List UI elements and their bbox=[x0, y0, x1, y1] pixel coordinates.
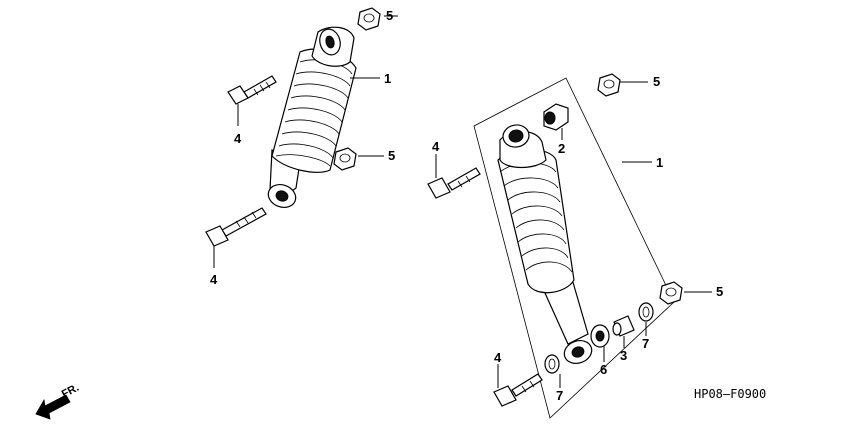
right-top-nut bbox=[597, 73, 621, 97]
left-mid-nut bbox=[333, 147, 357, 171]
callout-4-left-lower: 4 bbox=[210, 272, 218, 287]
left-spring bbox=[271, 48, 357, 173]
left-top-nut bbox=[357, 7, 381, 31]
callout-5-left-top: 5 bbox=[386, 8, 393, 23]
callout-7-left: 7 bbox=[556, 388, 563, 403]
dust-seal-left bbox=[544, 354, 560, 374]
right-side-nut bbox=[659, 281, 683, 305]
callout-6: 6 bbox=[600, 362, 607, 377]
callout-5-right-top: 5 bbox=[653, 74, 660, 89]
diagram-code: HP08—F0900 bbox=[694, 387, 766, 401]
callout-4-left-upper: 4 bbox=[234, 131, 242, 146]
callout-5-right-side: 5 bbox=[716, 284, 723, 299]
callout-1-right: 1 bbox=[656, 155, 663, 170]
right-lower-bolt bbox=[493, 373, 543, 407]
callout-2: 2 bbox=[558, 141, 565, 156]
left-upper-bolt bbox=[227, 75, 277, 105]
upper-bushing bbox=[543, 103, 569, 131]
collar bbox=[612, 315, 635, 337]
right-upper-bolt bbox=[427, 167, 481, 199]
direction-label: FR. bbox=[60, 382, 81, 401]
callout-4-right-upper: 4 bbox=[432, 139, 440, 154]
lower-bushing bbox=[590, 324, 610, 348]
callout-5-left-mid: 5 bbox=[388, 148, 395, 163]
callout-1-left: 1 bbox=[384, 71, 391, 86]
callout-7-right: 7 bbox=[642, 336, 649, 351]
callout-4-right-lower: 4 bbox=[494, 350, 502, 365]
right-spring bbox=[497, 149, 575, 294]
assembly-outline bbox=[473, 77, 675, 419]
left-shock-absorber bbox=[267, 26, 357, 208]
right-shock-absorber bbox=[497, 124, 593, 364]
dust-seal-right bbox=[638, 302, 654, 322]
front-arrow-icon: FR. bbox=[35, 382, 81, 420]
callout-3: 3 bbox=[620, 348, 627, 363]
left-lower-bolt bbox=[205, 207, 267, 247]
